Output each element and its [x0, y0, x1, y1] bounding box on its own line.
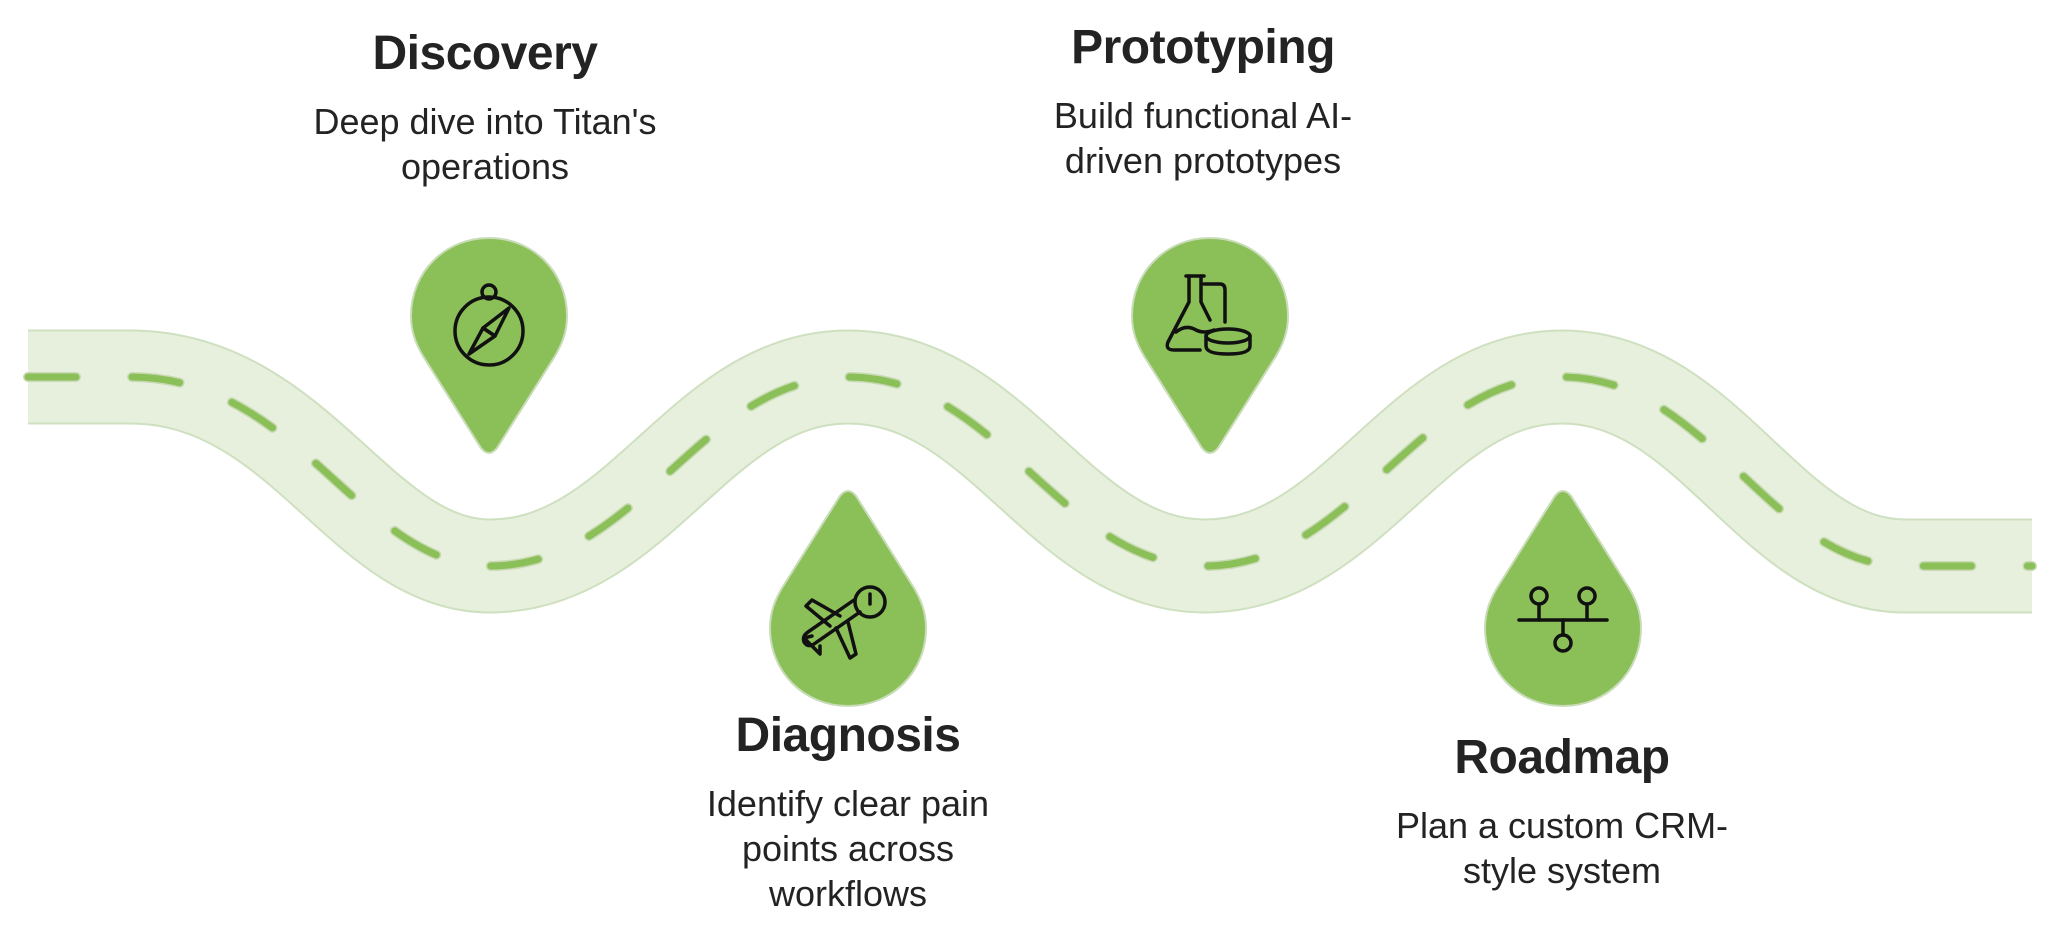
airplane-delay-icon — [801, 585, 887, 660]
pin-discovery[interactable] — [409, 236, 569, 456]
stage-description: Build functional AI-driven prototypes — [1053, 94, 1353, 181]
drop-pin-shape — [768, 490, 928, 708]
stage-diagnosis: Diagnosis Identify clear pain points acr… — [638, 709, 1058, 916]
stage-roadmap: Roadmap Plan a custom CRM-style system — [1352, 731, 1772, 893]
road-center-dashes — [24, 373, 2036, 570]
stage-title: Diagnosis — [735, 709, 961, 762]
stage-description: Deep dive into Titan's operations — [313, 100, 657, 187]
network-nodes-icon — [1517, 586, 1609, 653]
stage-discovery: Discovery Deep dive into Titan's operati… — [275, 27, 695, 189]
map-pin-shape — [1130, 236, 1290, 454]
pin-roadmap[interactable] — [1483, 488, 1643, 708]
stage-title: Prototyping — [1071, 21, 1335, 74]
pin-diagnosis[interactable] — [768, 488, 928, 708]
stage-title: Roadmap — [1454, 731, 1670, 784]
stage-description: Plan a custom CRM-style system — [1395, 804, 1729, 891]
map-pin-shape — [409, 236, 569, 454]
stage-title: Discovery — [372, 27, 598, 80]
compass-icon — [453, 283, 525, 367]
stage-prototyping: Prototyping Build functional AI-driven p… — [993, 21, 1413, 183]
lab-flask-icon — [1165, 274, 1252, 356]
drop-pin-shape — [1483, 490, 1643, 708]
pin-prototyping[interactable] — [1130, 236, 1290, 456]
stage-description: Identify clear pain points across workfl… — [706, 782, 990, 914]
